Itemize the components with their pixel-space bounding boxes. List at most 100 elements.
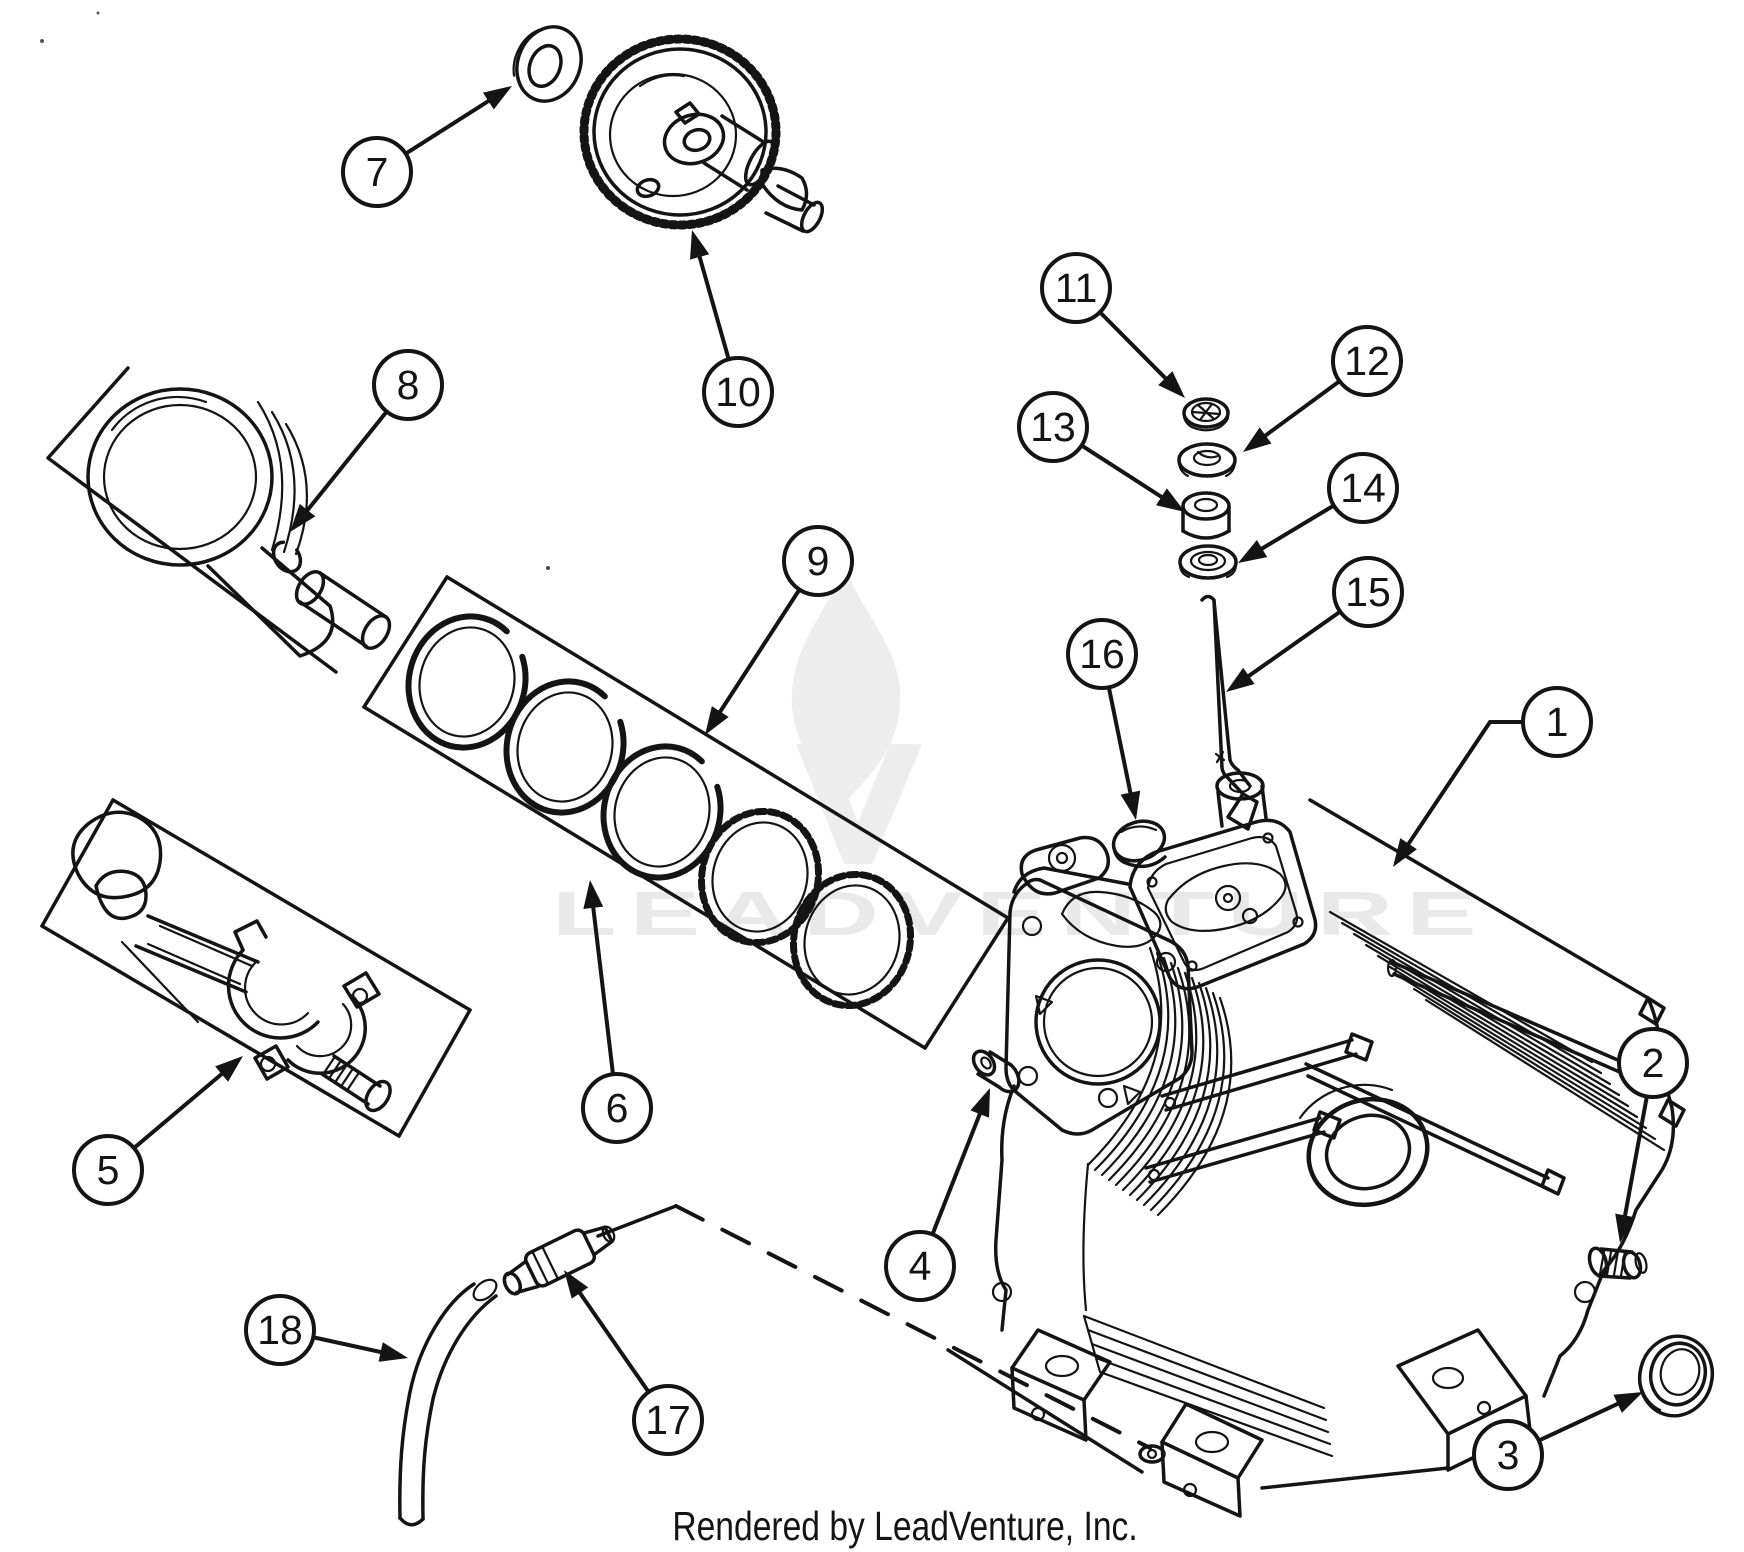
watermark-flame-icon [791,568,901,802]
callout-number: 18 [257,1307,303,1353]
arrowhead-icon [1120,790,1141,820]
callout-leader [696,252,731,360]
callout-number: 11 [1055,265,1098,311]
part-piston-ring-set [362,575,1010,1050]
arrowhead-icon [690,230,710,260]
callout-12[interactable]: 12 [1243,325,1403,452]
arrowhead-icon [378,1342,408,1362]
callout-number: 15 [1345,569,1391,615]
callout-number: 10 [715,369,761,415]
callout-number: 3 [1497,1432,1520,1478]
callout-3[interactable]: 3 [1472,1392,1643,1491]
part-thrust-washer [512,25,583,103]
callout-17[interactable]: 17 [564,1270,704,1456]
callout-7[interactable]: 7 [341,86,512,208]
callout-number: 4 [909,1243,932,1289]
callout-balloon[interactable] [1331,325,1403,397]
callout-16[interactable]: 16 [1066,618,1141,820]
callout-9[interactable]: 9 [705,525,854,735]
watermark: LEADVENTURE [552,568,1482,949]
callout-leader [1404,720,1523,849]
callout-balloon[interactable] [581,1072,653,1144]
callout-leader [303,410,389,515]
callout-leader [930,1109,984,1236]
callout-5[interactable]: 5 [72,1056,243,1206]
part-oil-seal [1637,1334,1715,1418]
callout-leader [132,1069,226,1150]
callout-number: 14 [1340,465,1386,511]
callout-2[interactable]: 2 [1615,1027,1689,1243]
callout-leader [1080,443,1166,501]
callout-4[interactable]: 4 [884,1088,990,1302]
arrowhead-icon [483,86,512,110]
arrowhead-icon [705,706,729,735]
callout-number: 13 [1030,404,1076,450]
callout-number: 8 [397,362,420,408]
footer-credit: Rendered by LeadVenture, Inc. [672,1503,1137,1549]
arrowhead-icon [1238,540,1268,563]
arrowhead-icon [583,880,604,909]
arrowhead-icon [290,503,316,532]
callout-balloon[interactable] [1040,252,1112,324]
callout-leader [1098,310,1170,383]
callout-15[interactable]: 15 [1226,556,1404,692]
callout-leader [576,1288,651,1394]
callout-number: 9 [807,538,830,584]
arrowhead-icon [564,1270,589,1299]
speck [546,566,550,570]
callout-leader [1261,379,1341,440]
callout-balloon[interactable] [372,349,444,421]
drain-leader-dashed [674,1204,1152,1450]
arrowhead-icon [1243,427,1272,452]
watermark-v-icon [796,744,922,864]
callout-number: 7 [366,149,389,195]
callout-balloon[interactable] [884,1230,956,1302]
callout-11[interactable]: 11 [1040,252,1185,398]
arrowhead-icon [1158,371,1185,398]
part-camshaft [579,34,825,234]
callout-14[interactable]: 14 [1238,452,1399,563]
arrowhead-icon [970,1088,990,1118]
part-connecting-rod [40,798,472,1138]
callout-balloon[interactable] [1617,1027,1689,1099]
callout-number: 16 [1079,631,1125,677]
arrowhead-icon [1613,1392,1643,1413]
arrowhead-icon [1393,838,1417,867]
callout-balloon[interactable] [341,136,413,208]
callout-13[interactable]: 13 [1017,391,1185,512]
callout-leader [404,97,493,156]
speck [40,39,44,43]
callout-leader [1257,503,1335,553]
callout-1[interactable]: 1 [1393,686,1593,867]
callout-leader [590,903,615,1075]
callout-balloon[interactable] [1332,556,1404,628]
callout-balloon[interactable] [1017,391,1089,463]
callout-balloon[interactable] [1521,686,1593,758]
callout-18[interactable]: 18 [244,1294,408,1366]
callout-balloon[interactable] [244,1294,316,1366]
part-hardware-stack [1177,397,1238,580]
part-crankcase [946,771,1686,1518]
speck [96,11,100,15]
drain-leader-solid [596,1204,678,1238]
callout-balloon[interactable] [782,525,854,597]
callout-balloon[interactable] [1066,618,1138,690]
callout-10[interactable]: 10 [690,230,774,428]
callout-balloon[interactable] [1327,452,1399,524]
callout-balloon[interactable] [702,356,774,428]
callout-leader [312,1335,385,1355]
callout-number: 17 [645,1397,691,1443]
callout-number: 2 [1642,1040,1665,1086]
diagram-line-art [40,11,1715,1527]
callout-leader [1106,686,1134,797]
callout-8[interactable]: 8 [290,349,444,532]
callout-balloon[interactable] [72,1134,144,1206]
callout-6[interactable]: 6 [581,880,653,1144]
callout-balloon[interactable] [1472,1419,1544,1491]
callout-balloon[interactable] [632,1384,704,1456]
callout-leader [1622,1096,1649,1220]
callout-number: 6 [606,1085,629,1131]
